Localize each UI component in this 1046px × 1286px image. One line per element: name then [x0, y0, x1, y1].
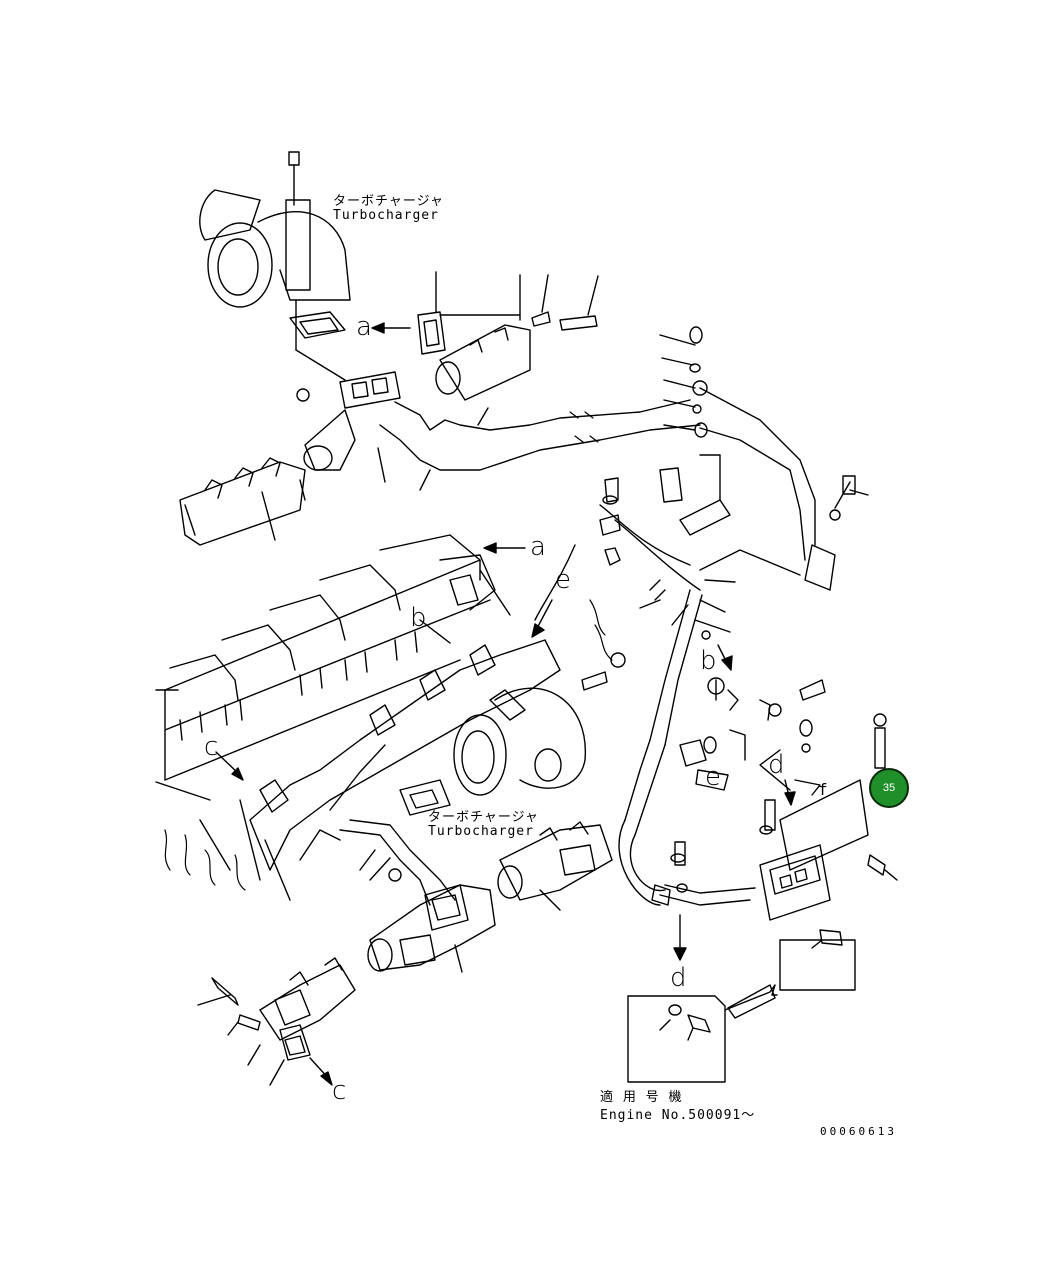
exhaust-manifold-middle — [199, 639, 561, 901]
exhaust-manifold-left-upper — [179, 457, 306, 546]
view-letter-a-mid: a — [530, 532, 546, 562]
exhaust-manifold-top — [435, 274, 531, 401]
view-letter-a-top: a — [356, 312, 372, 342]
engine-number-label: Engine No.500091～ — [600, 1108, 756, 1123]
view-letter-b-left: b — [410, 603, 427, 633]
view-letter-e-right: e — [705, 762, 721, 792]
part-callout-35[interactable]: 35 — [869, 768, 909, 808]
exhaust-manifold-lower — [367, 884, 496, 973]
view-letter-d-lower: d — [670, 963, 687, 993]
turbocharger-top — [199, 151, 351, 381]
view-letter-e-mid: e — [555, 565, 571, 595]
turbocharger-middle-label-jp: ターボチャージャ — [428, 810, 539, 825]
exhaust-elbow-right — [497, 821, 613, 911]
turbocharger-middle-label-en: Turbocharger — [428, 824, 534, 839]
bracket-box-f — [759, 779, 869, 921]
view-letter-d-right: d — [768, 750, 785, 780]
applicable-serial-label: 適 用 号 機 — [600, 1090, 683, 1105]
engine-block — [164, 534, 511, 781]
view-letter-c-bottom: c — [332, 1076, 347, 1106]
turbocharger-top-label-jp: ターボチャージャ — [333, 194, 444, 209]
view-letter-b-right: b — [700, 646, 717, 676]
turbocharger-top-label-en: Turbocharger — [333, 208, 439, 223]
detail-view-d — [627, 995, 726, 1083]
turbocharger-middle — [399, 687, 586, 816]
drawing-number: 00060613 — [820, 1125, 897, 1138]
view-letter-f-box: f — [818, 780, 829, 799]
exhaust-elbow-bottom-left — [259, 957, 356, 1061]
view-letter-c-left: c — [204, 732, 219, 762]
